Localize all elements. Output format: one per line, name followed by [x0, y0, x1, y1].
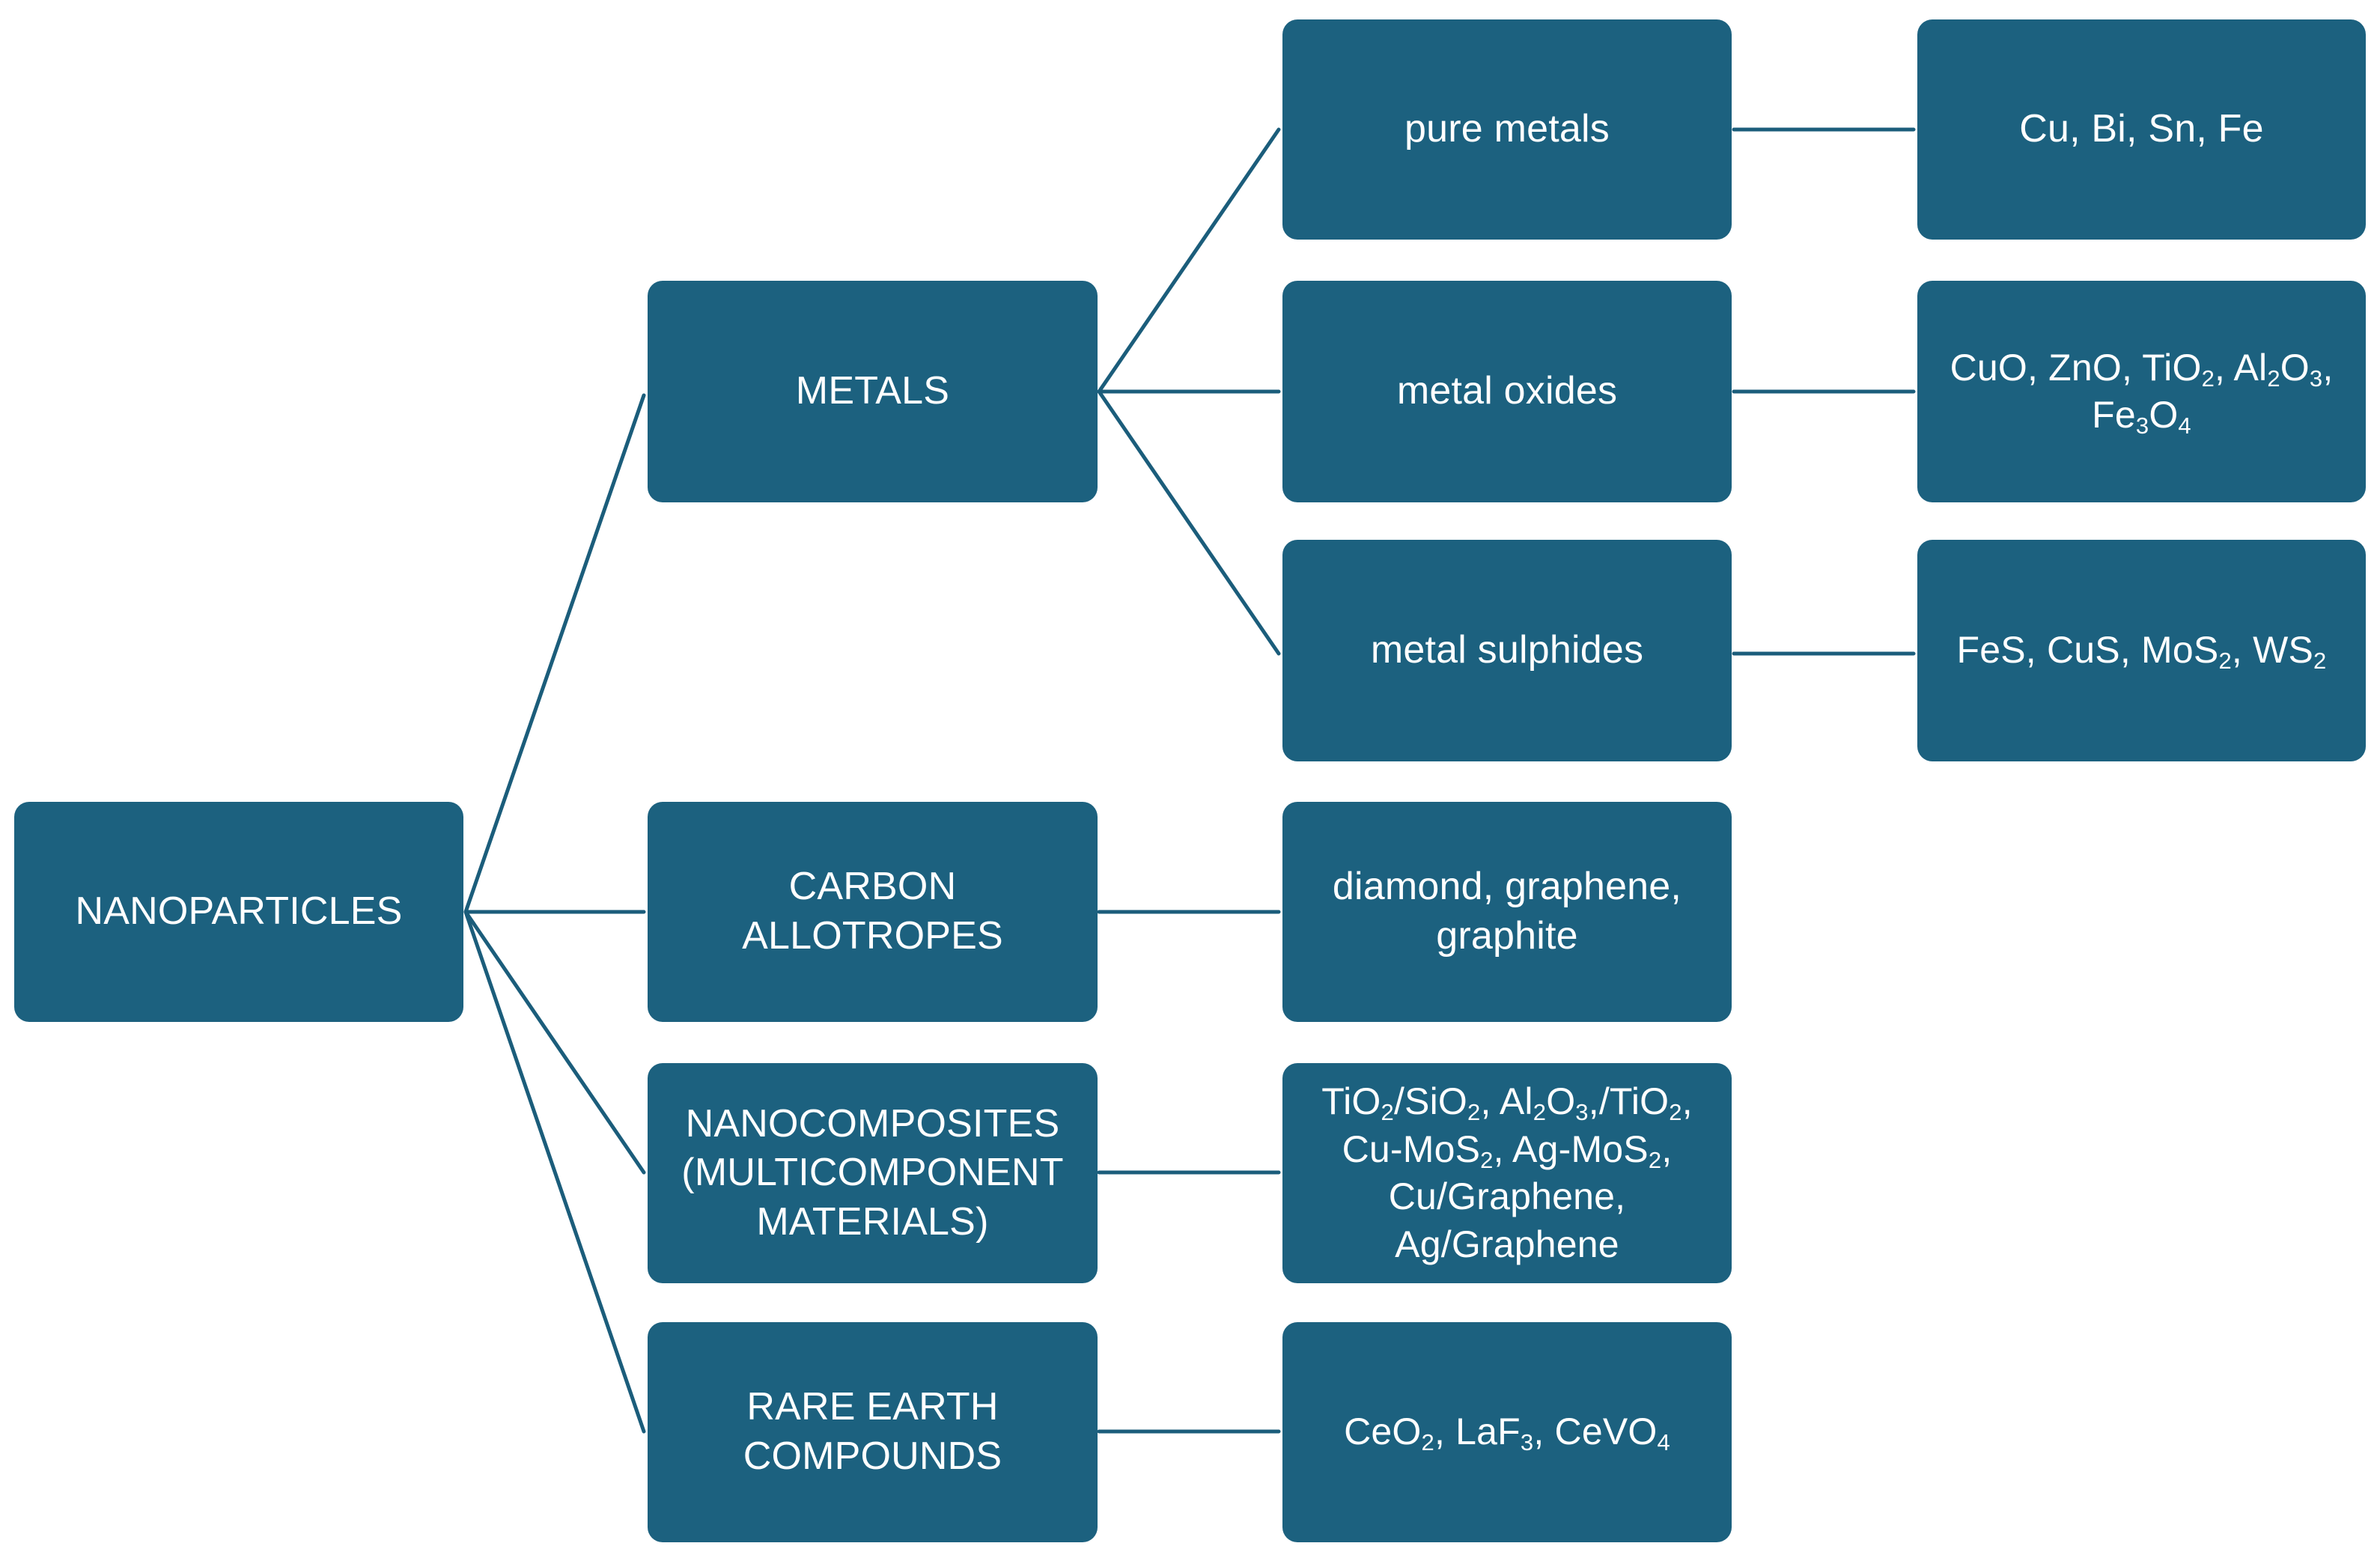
node-nanoparticles-label: NANOPARTICLES	[75, 889, 403, 934]
connector-root-nanocomposites	[463, 910, 646, 1175]
node-pure-metals-label: pure metals	[1404, 107, 1610, 151]
node-pure-metals-examples: Cu, Bi, Sn, Fe	[1917, 19, 2366, 240]
connector-metals-pure	[1097, 127, 1281, 394]
carbon-examples-text: diamond, graphene, graphite	[1332, 865, 1682, 958]
node-metal-oxides-label: metal oxides	[1396, 369, 1618, 413]
node-rare-earth-label: RARE EARTH COMPOUNDS	[743, 1385, 1002, 1478]
node-metal-sulphides-label: metal sulphides	[1370, 628, 1644, 672]
pure-metals-examples-text: Cu, Bi, Sn, Fe	[2019, 107, 2264, 151]
node-nanoparticles: NANOPARTICLES	[14, 802, 463, 1022]
node-metal-sulphides: metal sulphides	[1282, 540, 1732, 761]
node-metal-oxides: metal oxides	[1282, 281, 1732, 502]
nanocomposites-examples-text: TiO2/SiO2, Al2O3,/TiO2, Cu-MoS2, Ag-MoS2…	[1321, 1080, 1693, 1265]
node-metals-label: METALS	[795, 369, 950, 413]
node-carbon-examples: diamond, graphene, graphite	[1282, 802, 1732, 1022]
rare-earth-examples-text: CeO2, LaF3, CeVO4	[1344, 1411, 1670, 1455]
node-rare-earth: RARE EARTH COMPOUNDS	[648, 1322, 1098, 1542]
node-carbon-allotropes-label: CARBON ALLOTROPES	[742, 865, 1003, 958]
node-carbon-allotropes: CARBON ALLOTROPES	[648, 802, 1098, 1022]
connector-metals-sulphides	[1097, 389, 1281, 656]
node-rare-earth-examples: CeO2, LaF3, CeVO4	[1282, 1322, 1732, 1542]
node-pure-metals: pure metals	[1282, 19, 1732, 240]
connector-root-rare-earth	[463, 910, 646, 1434]
node-metal-sulphides-examples: FeS, CuS, MoS2, WS2	[1917, 540, 2366, 761]
node-metal-oxides-examples: CuO, ZnO, TiO2, Al2O3, Fe3O4	[1917, 281, 2366, 502]
metal-oxides-examples-text: CuO, ZnO, TiO2, Al2O3, Fe3O4	[1950, 346, 2334, 439]
connector-root-metals	[463, 393, 646, 914]
node-nanocomposites: NANOCOMPOSITES (MULTICOMPONENT MATERIALS…	[648, 1063, 1098, 1283]
node-nanocomposites-label: NANOCOMPOSITES (MULTICOMPONENT MATERIALS…	[681, 1101, 1064, 1244]
node-nanocomposites-examples: TiO2/SiO2, Al2O3,/TiO2, Cu-MoS2, Ag-MoS2…	[1282, 1063, 1732, 1283]
metal-sulphides-examples-text: FeS, CuS, MoS2, WS2	[1956, 629, 2327, 674]
node-metals: METALS	[648, 281, 1098, 502]
